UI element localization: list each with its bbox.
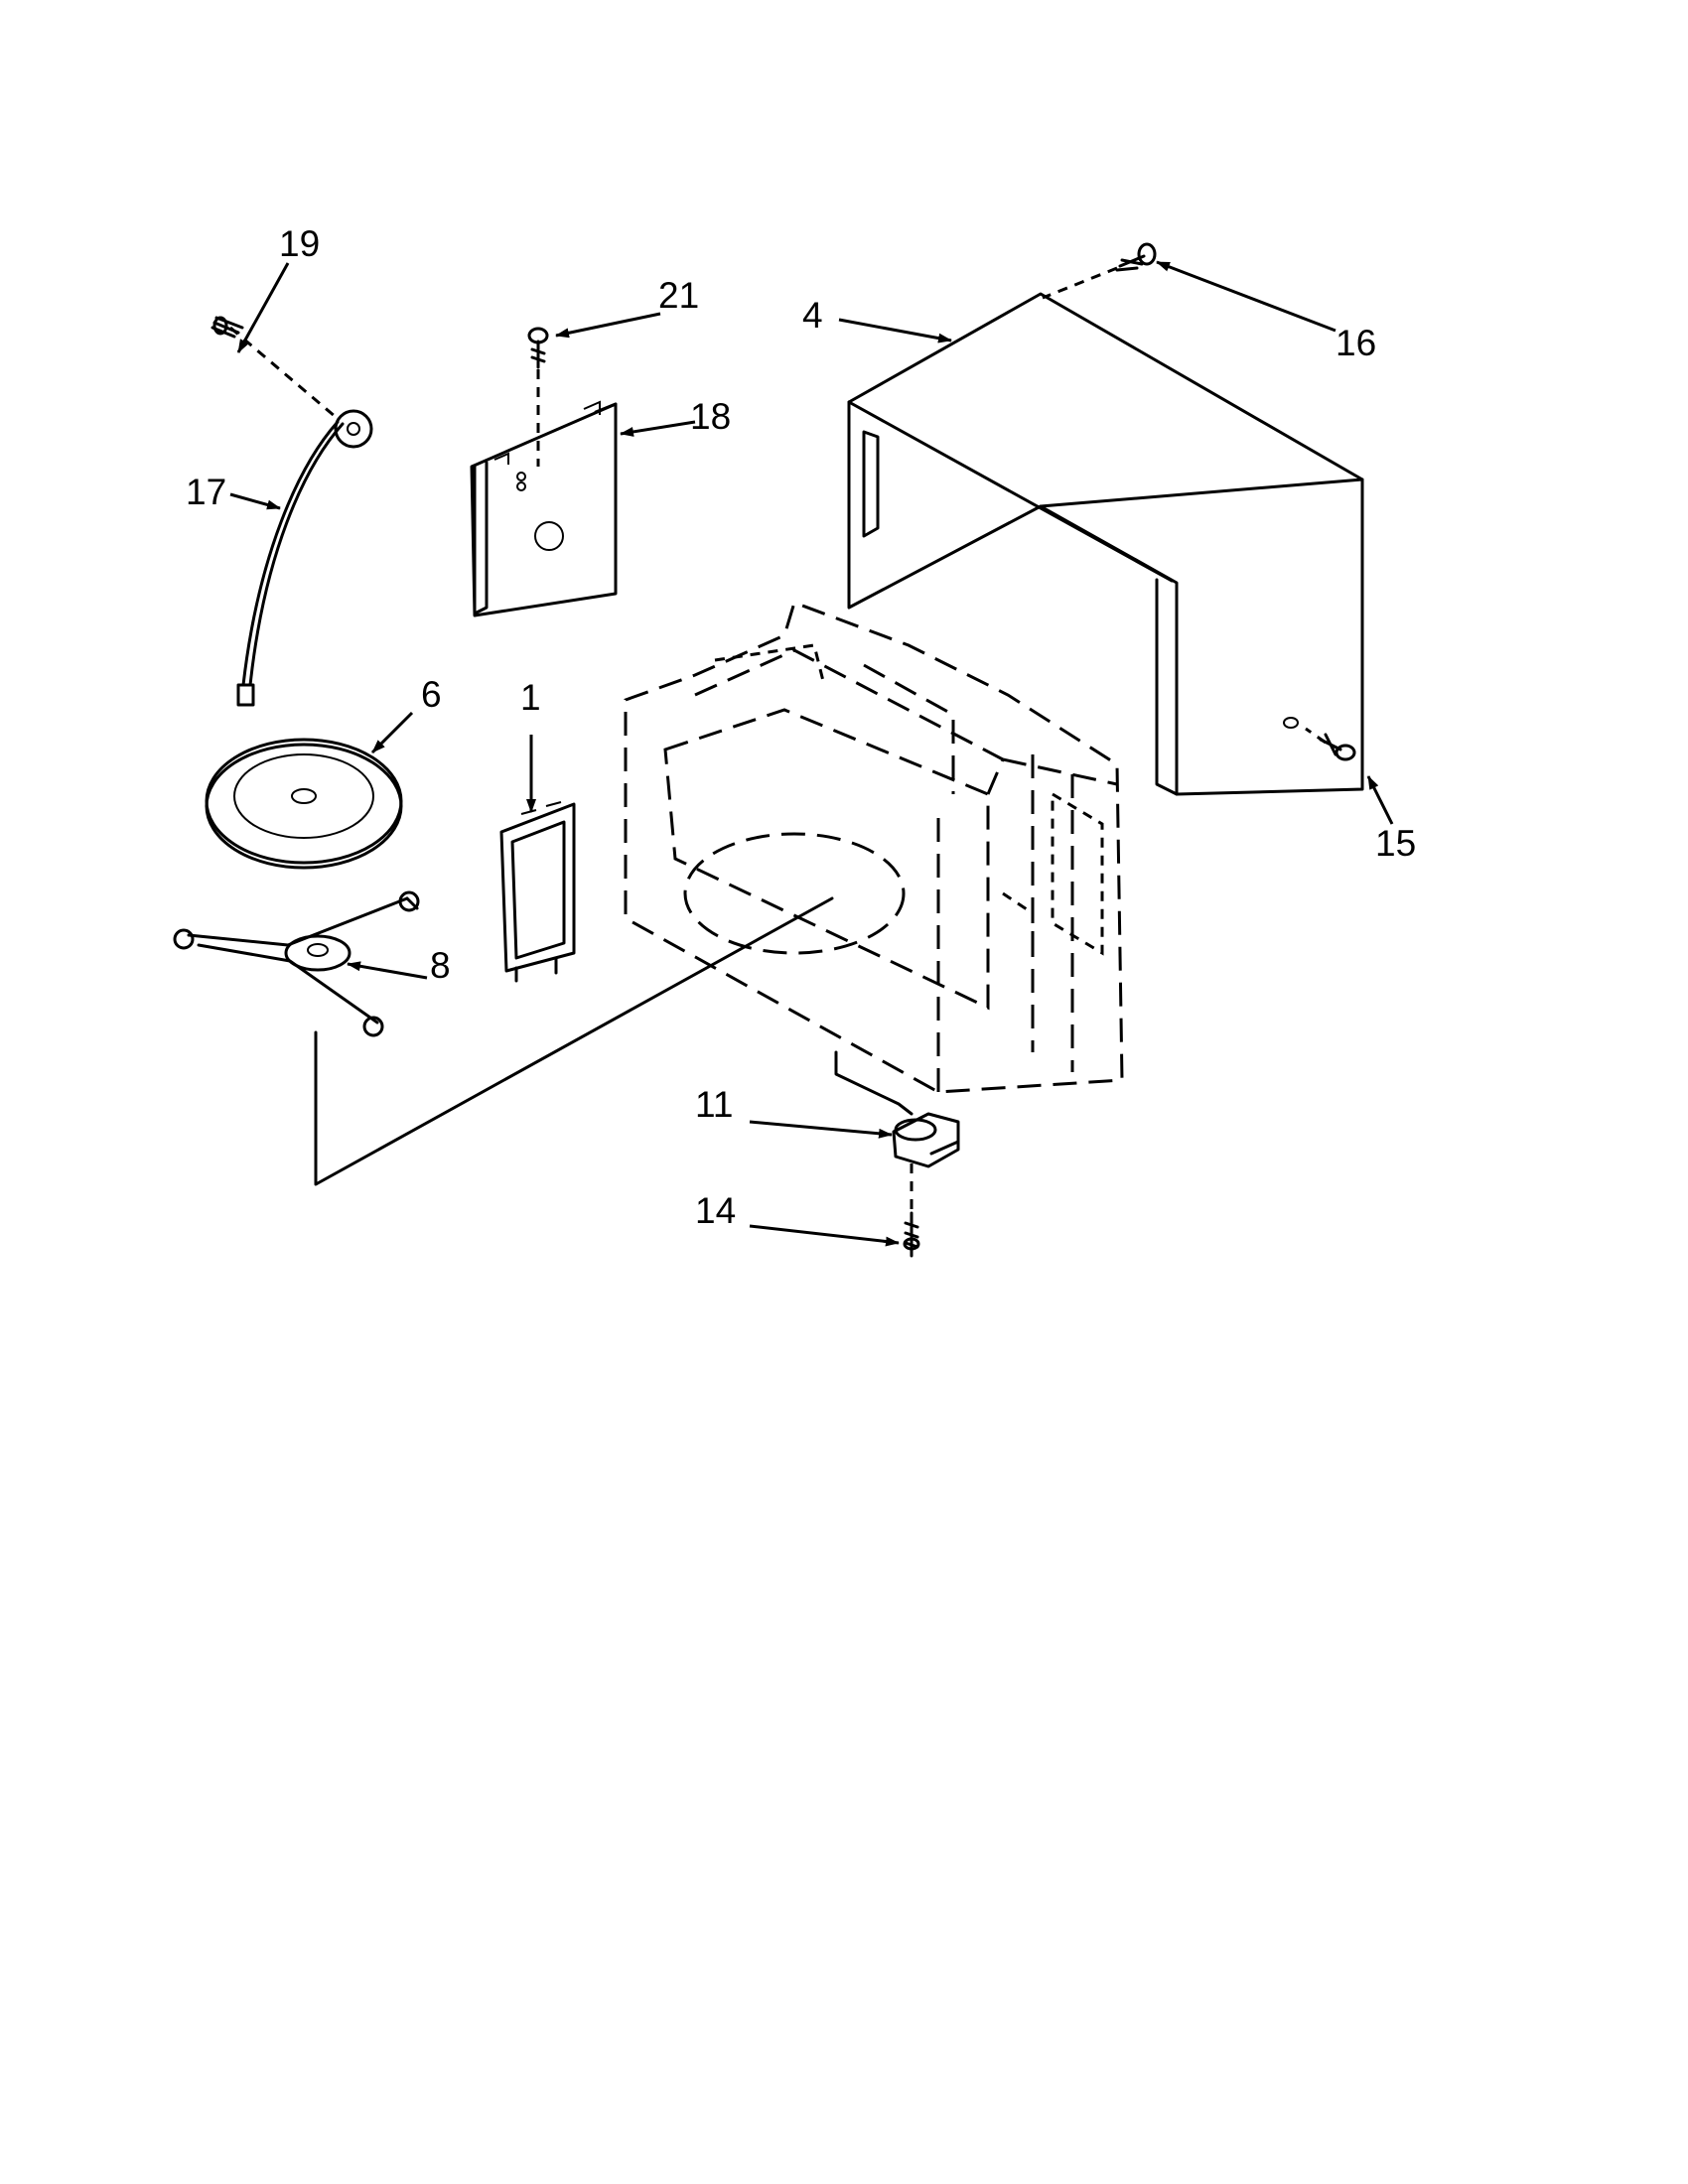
callout-6: 6 [421, 674, 442, 715]
callout-11: 11 [695, 1084, 733, 1125]
leader-lines [229, 266, 1327, 1216]
callout-arrows [229, 260, 1394, 1247]
callout-8: 8 [430, 945, 451, 986]
callout-1: 1 [520, 677, 541, 718]
callout-16: 16 [1336, 323, 1376, 363]
microwave-cavity-dashed [624, 601, 1124, 1094]
waveguide-cover-part-1 [499, 801, 576, 983]
callout-18: 18 [690, 396, 731, 437]
outer-cabinet-wrapper [847, 292, 1364, 796]
turntable-glass-part-6 [205, 738, 403, 870]
callout-17: 17 [186, 472, 226, 512]
bracket-part-18 [470, 400, 618, 617]
callout-14: 14 [695, 1190, 736, 1231]
callout-21: 21 [658, 275, 699, 316]
roller-support-part-8 [173, 890, 420, 1037]
screw-part-16 [1115, 242, 1157, 272]
callout-15: 15 [1375, 823, 1416, 864]
turntable-motor-part-11 [892, 1112, 960, 1168]
callout-4: 4 [802, 295, 823, 336]
screw-part-14 [903, 1211, 920, 1258]
screw-part-21 [527, 327, 549, 369]
screw-part-15 [1319, 733, 1356, 761]
callout-labels: 19 21 4 16 18 17 6 1 8 15 11 14 [186, 223, 1416, 1231]
callout-19: 19 [279, 223, 320, 264]
lamp-socket-wire-part-17 [236, 409, 373, 707]
